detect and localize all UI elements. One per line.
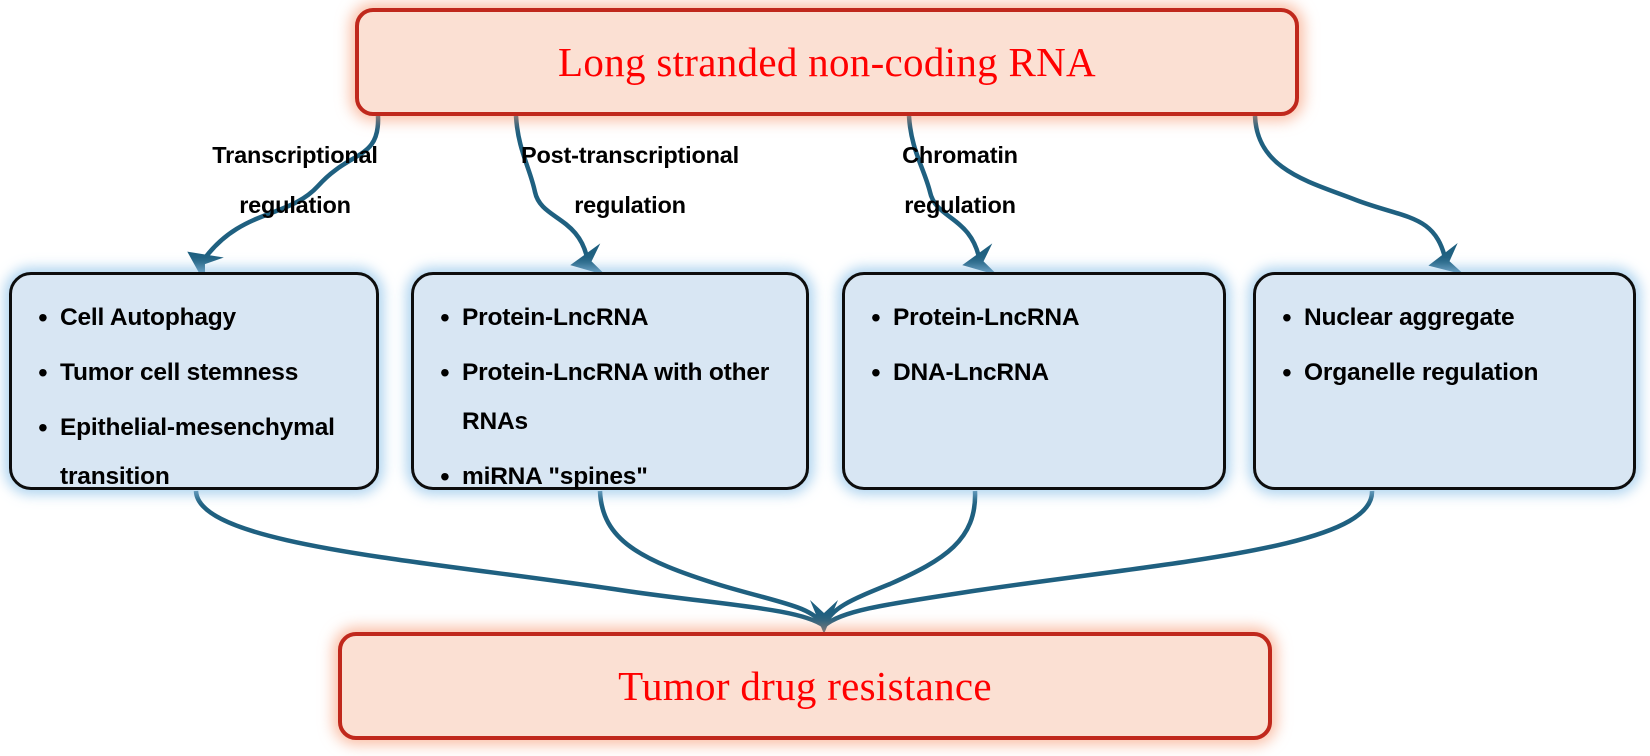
list-item-label: DNA-LncRNA: [893, 359, 1049, 386]
bullet-icon: •: [38, 357, 48, 388]
list-item: • Nuclear aggregate: [1270, 293, 1619, 342]
edge-label-post-transcriptional-regulation: Post-transcriptional regulation: [521, 142, 739, 218]
bullet-list: • Protein-LncRNA • DNA-LncRNA: [859, 293, 1209, 397]
bullet-icon: •: [1282, 357, 1292, 388]
bullet-list: • Cell Autophagy • Tumor cell stemness •…: [26, 293, 362, 501]
list-item-label: Nuclear aggregate: [1304, 304, 1515, 331]
bullet-list: • Nuclear aggregate • Organelle regulati…: [1270, 293, 1619, 397]
bullet-icon: •: [38, 412, 48, 443]
list-item: • DNA-LncRNA: [859, 348, 1209, 397]
list-item-label: Organelle regulation: [1304, 359, 1539, 386]
connector-mech-1-to-bottom: [193, 490, 826, 628]
list-item-label: Protein-LncRNA with other RNAs: [462, 359, 770, 435]
list-item-label: miRNA "spines": [462, 463, 648, 490]
list-item: • Epithelial-mesenchymal transition: [26, 403, 362, 501]
bullet-list: • Protein-LncRNA • Protein-LncRNA with o…: [428, 293, 792, 501]
list-item-label: Tumor cell stemness: [60, 359, 299, 386]
list-item: • Tumor cell stemness: [26, 348, 362, 397]
node-bottom-label: Tumor drug resistance: [618, 662, 992, 709]
list-item: • Protein-LncRNA: [428, 293, 792, 342]
convergence-arrowhead-icon: [810, 600, 838, 634]
list-item-label: Cell Autophagy: [60, 304, 236, 331]
mechanism-box-post-transcriptional[interactable]: • Protein-LncRNA • Protein-LncRNA with o…: [411, 272, 809, 492]
list-item-label: Protein-LncRNA: [893, 304, 1080, 331]
connector-mech-3-to-bottom: [821, 490, 978, 627]
bullet-icon: •: [440, 302, 450, 333]
node-top-label: Long stranded non-coding RNA: [558, 38, 1096, 85]
list-item: • Cell Autophagy: [26, 293, 362, 342]
bullet-icon: •: [440, 461, 450, 492]
bullet-icon: •: [871, 302, 881, 333]
mechanism-box-chromatin[interactable]: • Protein-LncRNA • DNA-LncRNA: [842, 272, 1226, 490]
list-item-label: Epithelial-mesenchymal transition: [60, 414, 335, 490]
connector-mech-2-to-bottom: [597, 490, 826, 628]
node-long-stranded-non-coding-rna[interactable]: Long stranded non-coding RNA: [355, 8, 1299, 116]
mechanism-box-transcriptional[interactable]: • Cell Autophagy • Tumor cell stemness •…: [9, 272, 379, 490]
connector-top-to-mech-4: [1252, 115, 1465, 275]
bullet-icon: •: [38, 302, 48, 333]
node-tumor-drug-resistance[interactable]: Tumor drug resistance: [338, 632, 1272, 740]
list-item: • Organelle regulation: [1270, 348, 1619, 397]
bullet-icon: •: [871, 357, 881, 388]
list-item: • miRNA "spines": [428, 452, 792, 501]
list-item-label: Protein-LncRNA: [462, 304, 649, 331]
mechanism-box-nuclear[interactable]: • Nuclear aggregate • Organelle regulati…: [1253, 272, 1636, 490]
edge-label-chromatin-regulation: Chromatin regulation: [902, 142, 1018, 218]
list-item: • Protein-LncRNA with other RNAs: [428, 348, 792, 446]
bullet-icon: •: [1282, 302, 1292, 333]
connector-mech-4-to-bottom: [822, 490, 1375, 628]
edge-label-transcriptional-regulation: Transcriptional regulation: [212, 142, 378, 218]
list-item: • Protein-LncRNA: [859, 293, 1209, 342]
bullet-icon: •: [440, 357, 450, 388]
